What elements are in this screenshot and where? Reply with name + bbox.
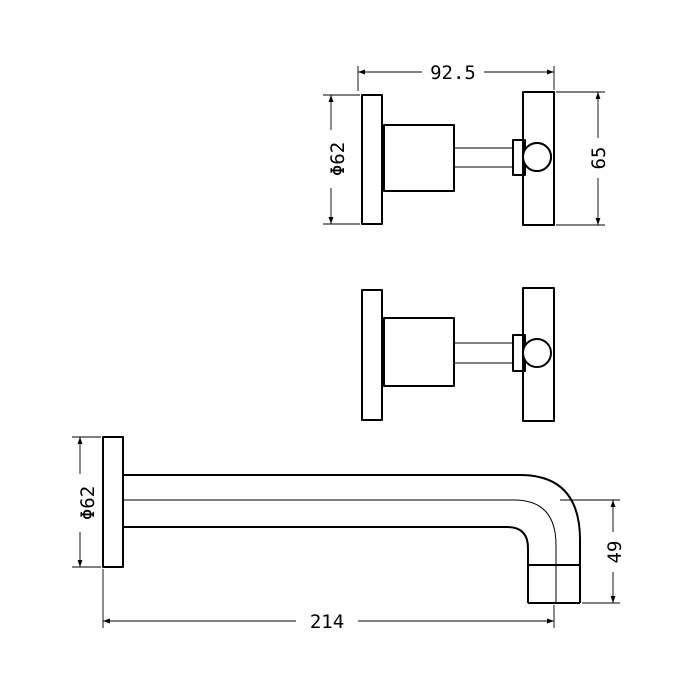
knob [522,338,552,368]
dimension-spout-projection: 214 [102,569,555,633]
spout-centreline [123,499,557,603]
handle-body [383,317,455,387]
dimension-label: 214 [310,611,344,633]
spout [102,436,581,604]
dimension-spout-drop: 49 [560,499,626,604]
dimension-label: 92.5 [430,62,476,84]
tap-handle-top [361,91,555,226]
knob-front [522,142,552,172]
spout-wall-plate [102,436,124,568]
spout-outer-contour [123,474,581,603]
dimension-spout-plate-diameter: Φ62 [72,436,101,568]
dimension-label: 49 [604,541,626,564]
wall-plate [361,94,383,225]
dimension-handle-width: 92.5 [357,62,555,91]
dimension-handle-plate-diameter: Φ62 [323,94,360,225]
tap-handle-bottom [361,287,555,422]
dimension-label: Φ62 [327,142,349,176]
wall-plate [361,289,383,421]
dimension-label: Φ62 [77,486,99,520]
dimension-label: 65 [588,147,610,170]
spout-inner-contour [123,526,529,603]
dimension-handle-height: 65 [556,91,610,226]
handle-body [383,124,455,192]
